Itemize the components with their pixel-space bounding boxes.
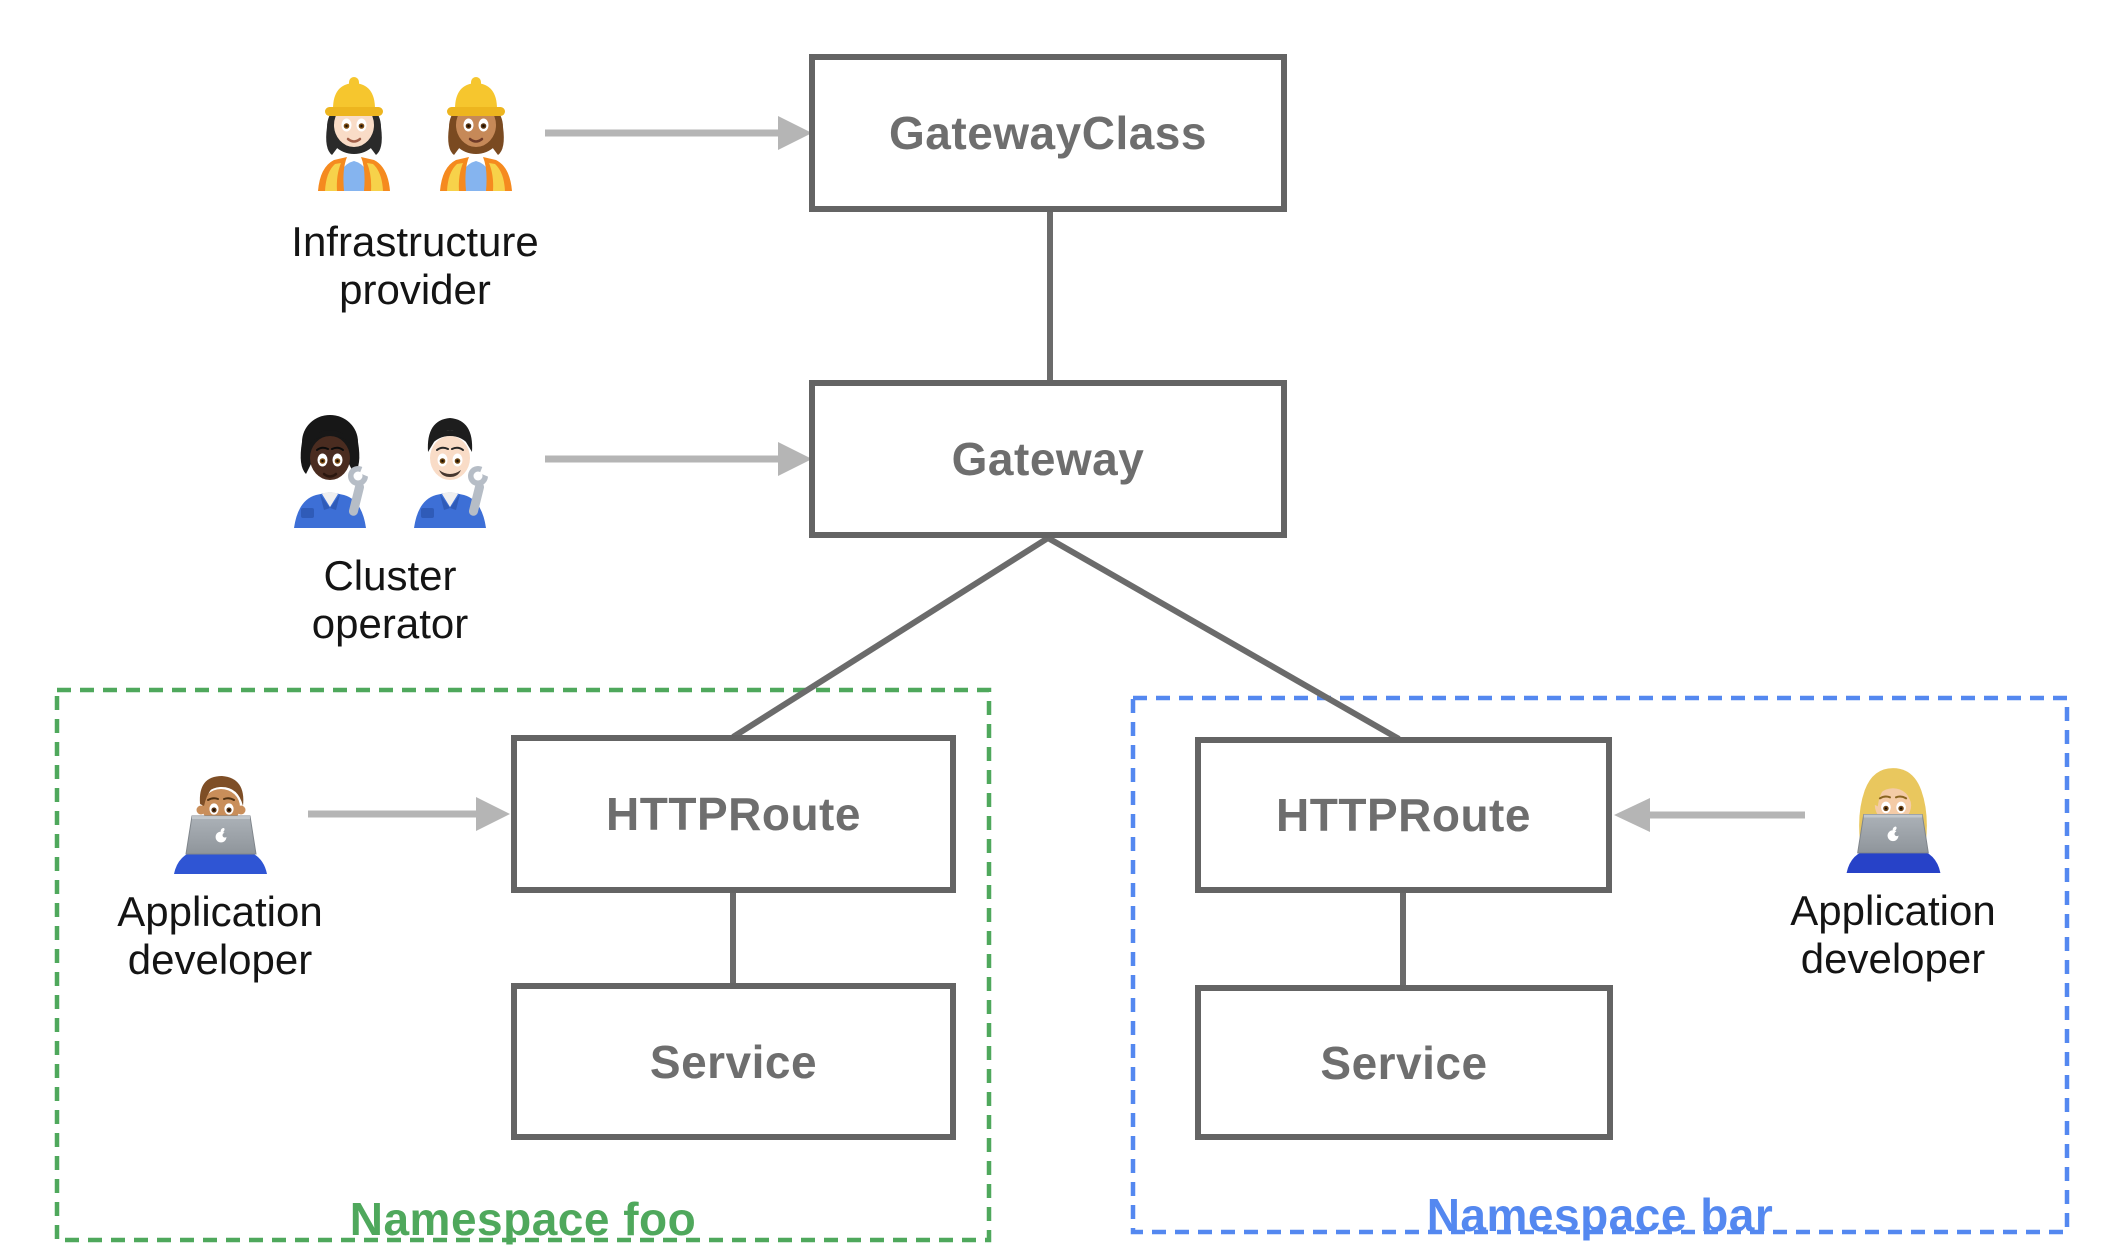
httproute-bar-label: HTTPRoute bbox=[1276, 789, 1531, 841]
cluster-operator-label: Cluster operator bbox=[312, 552, 468, 648]
infrastructure-provider-persona: Infrastructure provider bbox=[185, 63, 645, 314]
app-developer-bar-persona: Application developer bbox=[1663, 760, 2112, 983]
persona-arrows bbox=[308, 116, 1805, 832]
service-bar-node: Service bbox=[1195, 985, 1613, 1140]
gateway-label: Gateway bbox=[951, 433, 1145, 485]
woman-construction-worker-light-icon bbox=[318, 77, 390, 191]
cluster-operator-label-line2: operator bbox=[311, 600, 469, 647]
woman-technologist-icon bbox=[1846, 768, 1940, 873]
cluster-operator-persona: Cluster operator bbox=[160, 400, 620, 648]
man-technologist-icon bbox=[173, 776, 267, 874]
app-developer-foo-label-line2: developer bbox=[127, 936, 313, 983]
app-developer-bar-label: Application developer bbox=[1790, 887, 1995, 983]
gatewayclass-node: GatewayClass bbox=[809, 54, 1287, 212]
app-developer-foo-label-line1: Application bbox=[117, 888, 323, 935]
app-developer-foo-persona: Application developer bbox=[0, 762, 450, 984]
infrastructure-provider-arrowhead bbox=[778, 116, 812, 150]
infrastructure-provider-label-line1: Infrastructure bbox=[291, 218, 539, 265]
httproute-foo-label: HTTPRoute bbox=[606, 788, 861, 840]
namespace-foo-outline bbox=[54, 687, 992, 1243]
app-developer-bar-icons bbox=[1840, 760, 1947, 873]
app-developer-foo-label: Application developer bbox=[117, 888, 322, 984]
app-developer-bar-label-line2: developer bbox=[1800, 935, 1986, 982]
httproute-bar-node: HTTPRoute bbox=[1195, 737, 1612, 893]
gateway-node: Gateway bbox=[809, 380, 1287, 538]
man-mechanic-light-icon bbox=[414, 418, 492, 528]
namespace-bar-outline bbox=[1130, 695, 2070, 1235]
service-bar-label: Service bbox=[1320, 1036, 1488, 1089]
cluster-operator-icons bbox=[284, 400, 496, 528]
app-developer-bar-arrowhead bbox=[1614, 798, 1650, 832]
app-developer-bar-label-line1: Application bbox=[1790, 887, 1996, 934]
hierarchy-connectors bbox=[730, 212, 1406, 985]
httproute-foo-node: HTTPRoute bbox=[511, 735, 956, 893]
app-developer-foo-icons bbox=[168, 762, 273, 874]
gatewayclass-label: GatewayClass bbox=[889, 107, 1207, 159]
gateway-httproute-foo-connector bbox=[731, 535, 1050, 740]
infrastructure-provider-label-line2: provider bbox=[339, 266, 491, 313]
mechanic-dark-icon bbox=[294, 415, 372, 528]
app-developer-foo-arrowhead bbox=[476, 797, 510, 831]
woman-construction-worker-medium-icon bbox=[440, 77, 512, 191]
cluster-operator-arrowhead bbox=[778, 442, 812, 476]
gateway-httproute-bar-connector bbox=[1046, 535, 1401, 742]
service-foo-label: Service bbox=[649, 1035, 818, 1088]
namespace-foo-label: Namespace foo bbox=[349, 1193, 697, 1245]
infrastructure-provider-label: Infrastructure provider bbox=[291, 218, 538, 314]
service-foo-node: Service bbox=[511, 983, 956, 1140]
infrastructure-provider-icons bbox=[308, 63, 522, 191]
cluster-operator-label-line1: Cluster bbox=[323, 552, 457, 599]
namespace-bar-label: Namespace bar bbox=[1426, 1189, 1774, 1241]
